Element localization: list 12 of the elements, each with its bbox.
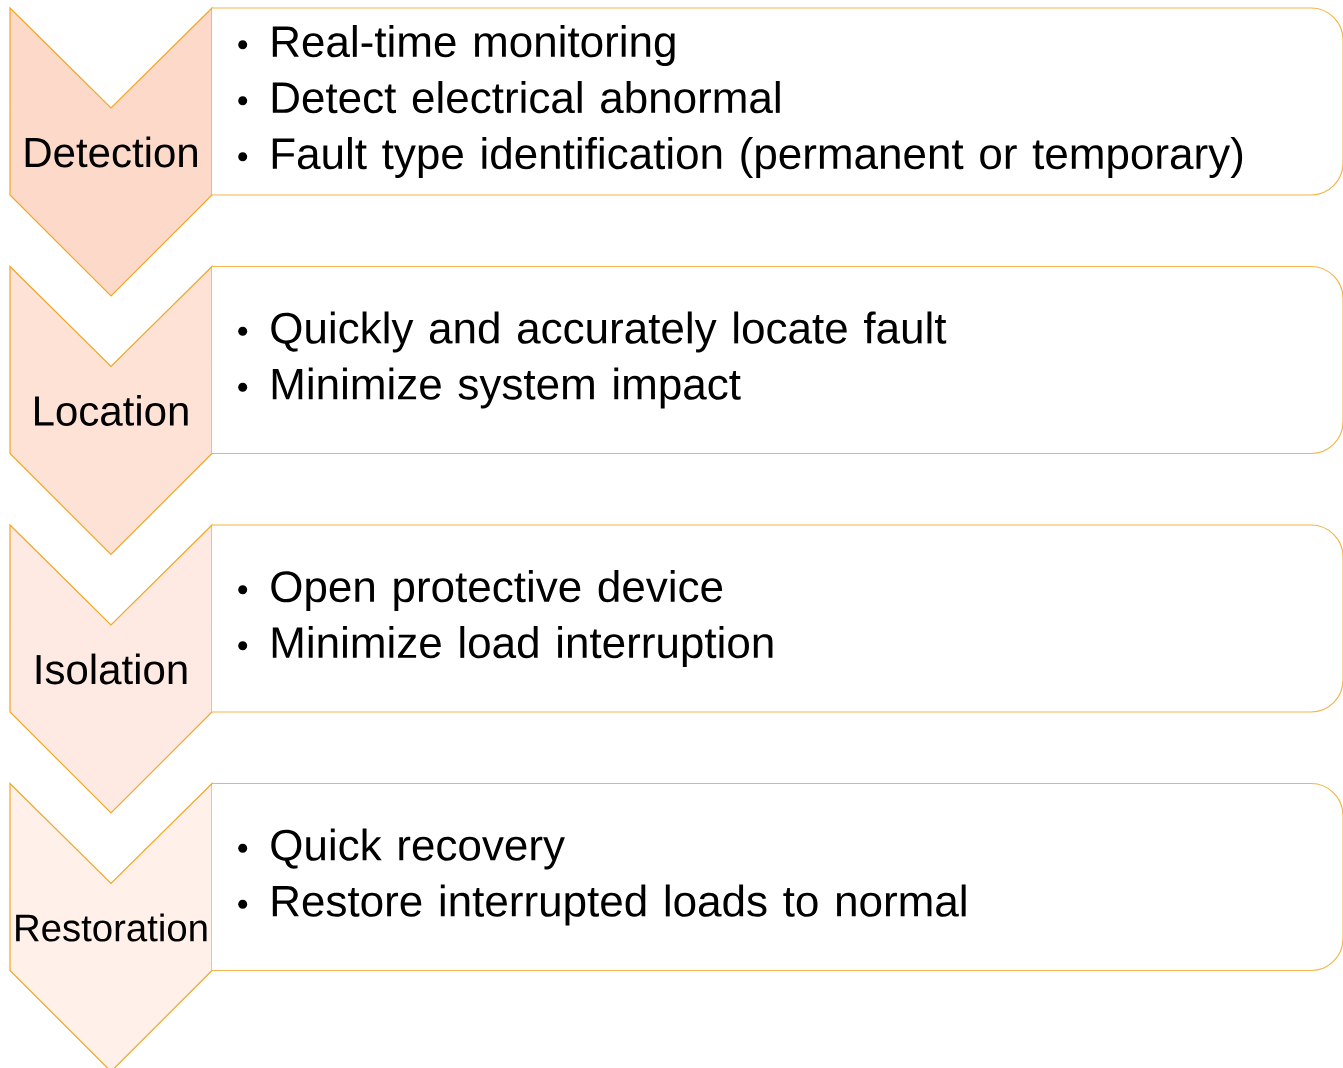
stage-banner: Location <box>9 265 213 556</box>
node-label: Restore interrupted loads to normal <box>272 884 966 926</box>
stage-banner: Detection <box>9 6 213 297</box>
node-label: Minimize system impact <box>272 367 741 409</box>
node-label: Quick recovery <box>271 828 565 870</box>
step-box: Real-time monitoring Detect electrical abnormal Fault type identification (permanent or temporary) <box>211 7 1343 196</box>
node-label: Quickly and accurately locate fault <box>271 311 947 353</box>
step-box: Quick recovery Restore interrupted loads to normal <box>211 782 1343 972</box>
step-box: Open protective device Minimize load interruption <box>211 524 1343 713</box>
stage-banner: Isolation <box>9 523 213 814</box>
step-box: Quickly and accurately locate fault Minimize system impact <box>211 265 1343 455</box>
stage-banner: Restoration <box>9 782 213 1068</box>
